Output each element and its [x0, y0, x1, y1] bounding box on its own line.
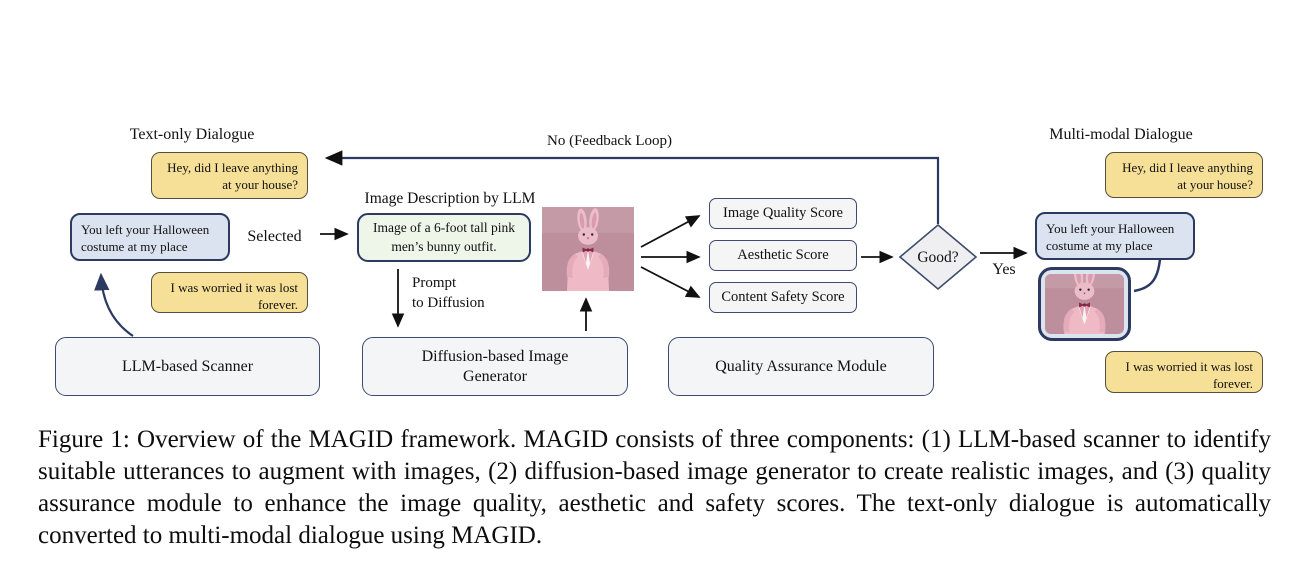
- multimodal-bunny-image: [1045, 274, 1124, 334]
- image-to-quality-arrow: [640, 215, 701, 248]
- feedback-loop-arrow: [324, 150, 940, 224]
- multimodal-bubble-3: I was worried it was lost forever.: [1105, 351, 1263, 393]
- text-only-dialogue-title: Text-only Dialogue: [129, 126, 255, 143]
- decision-label: Good?: [917, 249, 958, 266]
- selected-label: Selected: [247, 228, 302, 245]
- image-quality-score-box: Image Quality Score: [709, 198, 857, 229]
- quality-assurance-box: Quality Assurance Module: [668, 337, 934, 396]
- text-only-bubble-2: You left your Halloween costume at my pl…: [70, 213, 230, 261]
- feedback-loop-label: No (Feedback Loop): [547, 133, 672, 149]
- yes-label: Yes: [992, 261, 1016, 278]
- prompt-label-line1: Prompt: [412, 275, 457, 291]
- generated-bunny-image: [542, 207, 634, 291]
- diffusion-generator-box: Diffusion-based Image Generator: [362, 337, 628, 396]
- image-description-title: Image Description by LLM: [364, 190, 536, 207]
- text-only-bubble-3: I was worried it was lost forever.: [151, 272, 308, 313]
- llm-scanner-box: LLM-based Scanner: [55, 337, 320, 396]
- aesthetic-score-box: Aesthetic Score: [709, 240, 857, 271]
- figure-caption: Figure 1: Overview of the MAGID framewor…: [38, 426, 1271, 549]
- content-safety-score-box: Content Safety Score: [709, 282, 857, 313]
- multimodal-bubble-1: Hey, did I leave anything at your house?: [1105, 152, 1263, 198]
- image-description-box: Image of a 6-foot tall pink men’s bunny …: [357, 213, 531, 262]
- prompt-label-line2: to Diffusion: [412, 295, 485, 312]
- diagram-connectors: Good?: [94, 150, 1162, 337]
- image-to-safety-arrow: [640, 266, 701, 298]
- prompt-to-diffusion-label: Prompt to Diffusion: [412, 273, 532, 314]
- multimodal-image-bubble: [1038, 267, 1131, 341]
- image-bubble-tail: [1133, 258, 1162, 293]
- decision-diamond: [898, 223, 978, 291]
- text-only-bubble-1: Hey, did I leave anything at your house?: [151, 152, 308, 199]
- scanner-to-utterance-arrow: [94, 272, 134, 337]
- multimodal-dialogue-title: Multi-modal Dialogue: [1049, 126, 1193, 143]
- multimodal-bubble-2: You left your Halloween costume at my pl…: [1035, 212, 1195, 260]
